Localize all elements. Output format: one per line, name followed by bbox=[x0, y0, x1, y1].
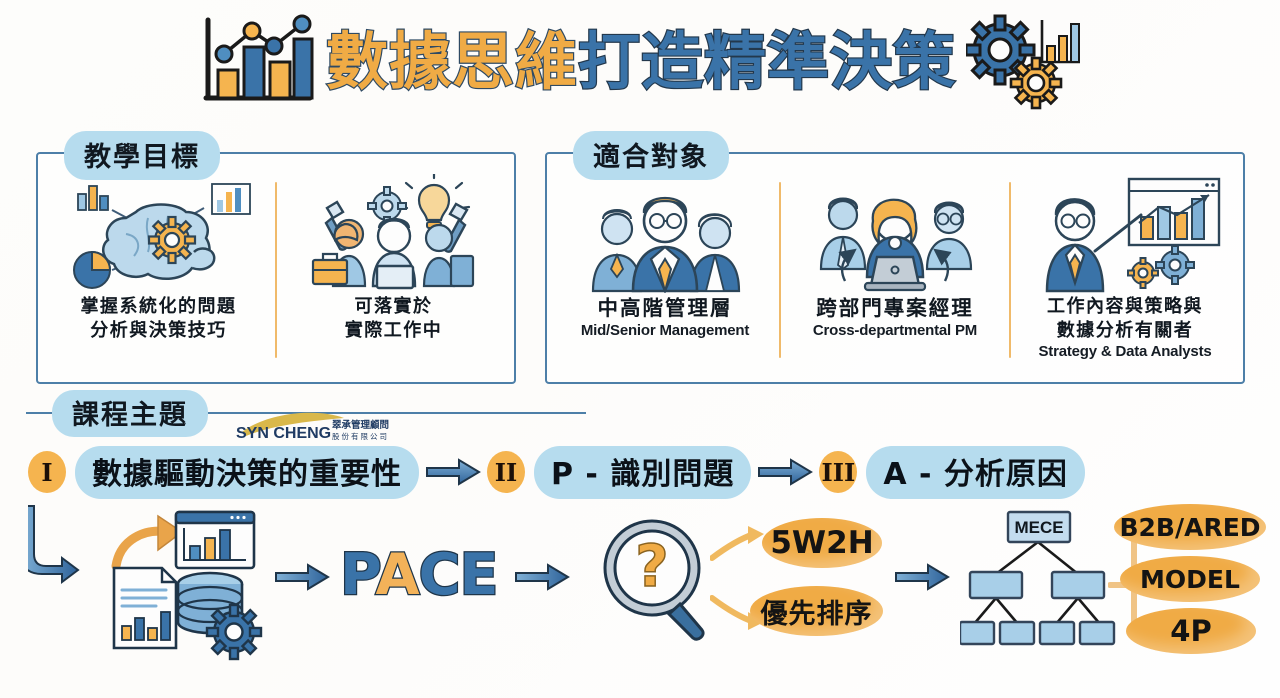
output-oval-priority: 優先排序 bbox=[750, 586, 883, 636]
audience-item-3: 工作內容與策略與 數據分析有關者 Strategy & Data Analyst… bbox=[1013, 168, 1237, 374]
panel-target-audience: 適合對象 bbox=[545, 131, 1245, 384]
output-oval-5w2h: 5W2H bbox=[762, 518, 882, 568]
brain-gear-analytics-icon bbox=[72, 183, 251, 289]
laptop-icon bbox=[863, 255, 927, 292]
pm-center-person bbox=[865, 198, 925, 279]
goal-1-label-line1: 掌握系統化的問題 bbox=[80, 296, 237, 317]
topic-1-label[interactable]: 數據驅動決策的重要性 bbox=[75, 445, 419, 499]
presenter-person-icon bbox=[1045, 198, 1143, 293]
exec-center bbox=[631, 196, 699, 293]
gear-orange-icon bbox=[1009, 56, 1063, 110]
laptop-pm-collaboration-icon bbox=[819, 197, 973, 292]
logo-cn-line2: 股份有限公司 bbox=[332, 431, 389, 441]
person-center-icon bbox=[371, 217, 416, 290]
title-text: 數據思維打造精準決策 bbox=[325, 28, 956, 96]
topic-2-numeral: II bbox=[487, 451, 525, 493]
gear-small-icon bbox=[366, 186, 407, 226]
audience-item-1: 中高階管理層 Mid/Senior Management bbox=[553, 168, 777, 374]
bar-line-chart-icon bbox=[203, 14, 314, 101]
output-oval-b2b-ared: B2B/ARED bbox=[1114, 504, 1266, 550]
audience-2-label-en: Cross-departmental PM bbox=[812, 322, 978, 339]
panel-divider bbox=[1009, 182, 1011, 358]
gears-chart-icon bbox=[966, 14, 1081, 110]
arrow-right-icon-2 bbox=[758, 458, 814, 486]
topic-1-numeral: I bbox=[28, 451, 66, 493]
browser-chart-icon bbox=[174, 510, 256, 570]
audience-1-label-cn: 中高階管理層 bbox=[597, 296, 733, 320]
topic-2-label[interactable]: P - 識別問題 bbox=[534, 445, 752, 499]
section-rule-right bbox=[208, 412, 586, 414]
pace-letter-e: E bbox=[458, 541, 499, 610]
mini-bar-chart-icon bbox=[1040, 20, 1081, 64]
mini-chart-topleft bbox=[76, 185, 109, 211]
database-gear-icon bbox=[176, 571, 263, 661]
panel-badge-teaching-goals: 教學目標 bbox=[64, 131, 220, 180]
arrow-right-icon-4 bbox=[515, 563, 570, 591]
page-title: 數據思維打造精準決策 bbox=[0, 14, 1280, 110]
gear-blue-small-icon bbox=[1155, 245, 1195, 285]
pm-left-person bbox=[819, 197, 867, 271]
output-oval-4p: 4P bbox=[1126, 608, 1256, 654]
section-header-course-topics: 課程主題 bbox=[26, 389, 586, 437]
panel-teaching-goals: 教學目標 bbox=[36, 131, 516, 384]
toolbox-icon bbox=[311, 252, 348, 286]
goal-2-label-line2: 實際工作中 bbox=[344, 319, 443, 341]
panel-badge-target-audience: 適合對象 bbox=[573, 131, 729, 180]
gear-blue-icon bbox=[966, 14, 1036, 86]
company-logo: SYN CHENG 翠承管理顧問 股份有限公司 bbox=[232, 410, 397, 446]
title-part-orange: 數據思維 bbox=[325, 25, 578, 99]
person-right-icon bbox=[422, 223, 455, 288]
arrow-small-icon-1 bbox=[710, 526, 764, 561]
section-badge-label: 課程主題 bbox=[52, 389, 208, 437]
arrow-right-icon-5 bbox=[895, 563, 950, 591]
output-oval-model: MODEL bbox=[1120, 556, 1260, 602]
arrow-right-icon-3 bbox=[275, 563, 330, 591]
mece-root-label: MECE bbox=[1014, 518, 1063, 537]
goal-2-label-line1: 可落實於 bbox=[354, 296, 433, 317]
goal-item-2: 可落實於 實際工作中 bbox=[279, 168, 508, 374]
pace-letter-p: P bbox=[339, 541, 378, 610]
mece-tree-icon: MECE bbox=[960, 510, 1116, 646]
topic-3-label[interactable]: A - 分析原因 bbox=[866, 445, 1085, 499]
audience-3-label-cn-line2: 數據分析有關者 bbox=[1056, 319, 1194, 341]
flow-diagram: PACE ? 5W2H 優先排序 bbox=[22, 500, 1272, 686]
section-rule-left bbox=[26, 412, 52, 414]
title-part-blue: 打造精準決策 bbox=[577, 25, 957, 99]
executives-group-icon bbox=[591, 196, 741, 293]
pace-label: PACE bbox=[339, 541, 500, 610]
topic-row: I 數據驅動決策的重要性 II P - 識別問題 III A - 分析原因 bbox=[28, 444, 1260, 500]
audience-3-label-cn-line1: 工作內容與策略與 bbox=[1047, 296, 1203, 317]
question-mark-glyph: ? bbox=[635, 532, 669, 600]
magnifier-question-icon: ? bbox=[603, 519, 705, 641]
exec-right bbox=[689, 213, 741, 293]
pace-letter-a: A bbox=[374, 541, 421, 610]
gear-orange-small-icon bbox=[1127, 257, 1159, 289]
panel-divider bbox=[275, 182, 277, 358]
pie-chart-icon bbox=[72, 250, 111, 289]
exec-left bbox=[591, 209, 643, 293]
data-icons-cluster bbox=[111, 510, 263, 661]
pace-letter-c: C bbox=[417, 541, 461, 610]
document-chart-icon bbox=[112, 566, 178, 650]
elbow-arrow-icon bbox=[28, 505, 80, 584]
presentation-board-icon bbox=[1127, 177, 1221, 247]
arrow-right-icon-1 bbox=[426, 458, 481, 486]
audience-3-label-en: Strategy & Data Analysts bbox=[1038, 342, 1212, 360]
panel-divider bbox=[779, 182, 781, 358]
audience-item-2: 跨部門專案經理 Cross-departmental PM bbox=[783, 168, 1007, 374]
clipboard-icon bbox=[449, 254, 474, 288]
logo-cn-line1: 翠承管理顧問 bbox=[332, 419, 389, 431]
curved-arrow-icon bbox=[111, 514, 184, 571]
team-tools-idea-icon bbox=[311, 174, 474, 290]
pm-right-person bbox=[925, 201, 973, 271]
topic-3-numeral: III bbox=[819, 451, 858, 493]
audience-2-label-cn: 跨部門專案經理 bbox=[816, 296, 974, 320]
mini-chart-topright bbox=[210, 183, 251, 215]
audience-1-label-en: Mid/Senior Management bbox=[580, 322, 750, 339]
goal-1-label-line2: 分析與決策技巧 bbox=[90, 319, 227, 341]
goal-item-1: 掌握系統化的問題 分析與決策技巧 bbox=[44, 168, 273, 374]
presenter-chart-gears-icon bbox=[1045, 177, 1221, 293]
logo-latin: SYN CHENG bbox=[236, 425, 331, 442]
